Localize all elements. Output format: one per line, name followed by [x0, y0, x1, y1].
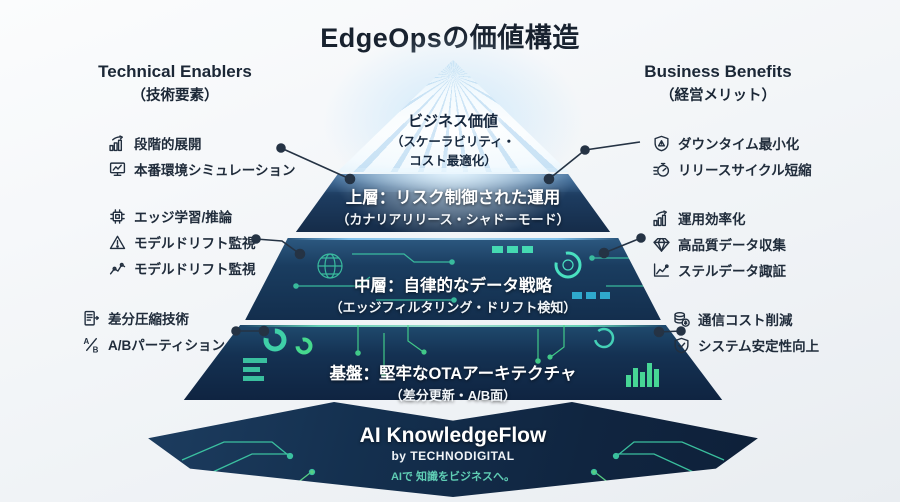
- list-item: ステルデータ諏証: [652, 257, 786, 283]
- item-label: リリースサイクル短縮: [678, 163, 812, 178]
- item-label: 通信コスト削減: [698, 313, 793, 328]
- diff-file-icon: [82, 309, 100, 327]
- left-column-header: Technical Enablers （技術要素）: [65, 62, 285, 105]
- stopwatch-icon: [652, 160, 670, 178]
- left-heading: Technical Enablers: [98, 62, 252, 81]
- svg-text:B: B: [92, 345, 98, 353]
- item-label: 段階的展開: [134, 137, 202, 152]
- list-item: エッジ学習/推論: [108, 203, 256, 229]
- svg-text:A: A: [83, 336, 89, 345]
- coins-icon: [672, 310, 690, 328]
- circuit-decor-foundation: [243, 325, 659, 387]
- item-label: エッジ学習/推論: [134, 210, 233, 225]
- page-title: EdgeOpsの価値構造: [320, 23, 580, 53]
- circuit-decor-middle: [293, 246, 661, 303]
- item-label: ステルデータ諏証: [678, 264, 786, 279]
- item-label: モデルドリフト監視: [134, 236, 256, 251]
- shield-check-icon: [672, 336, 690, 354]
- growth-chart-icon: [108, 134, 126, 152]
- layer-top-face: [309, 174, 597, 192]
- list-item: モデルドリフト監視: [108, 229, 256, 255]
- circuit-decor-base: [181, 441, 725, 488]
- item-label: 高品質データ収集: [678, 238, 786, 253]
- shield-alert-icon: [652, 134, 670, 152]
- right-subheading: （経営メリット）: [660, 88, 776, 104]
- item-label: ダウンタイム最小化: [678, 137, 800, 152]
- pyramid-base-band: [148, 402, 758, 498]
- right-group-cost: 通信コスト削減 システム安定性向上: [672, 306, 819, 358]
- item-label: 本番環境シミュレーション: [134, 163, 296, 178]
- list-item: 高品質データ収集: [652, 231, 786, 257]
- diamond-icon: [652, 235, 670, 253]
- list-item: 通信コスト削減: [672, 306, 819, 332]
- chip-icon: [108, 207, 126, 225]
- list-item: 運用効率化: [652, 205, 786, 231]
- list-item: モデルドリフト監視: [108, 255, 256, 281]
- trend-points-icon: [108, 259, 126, 277]
- item-label: 差分圧縮技術: [108, 312, 189, 327]
- list-item: ダウンタイム最小化: [652, 130, 812, 156]
- list-item: 差分圧縮技術: [82, 305, 225, 331]
- right-column-header: Business Benefits （経営メリット）: [608, 62, 828, 105]
- item-label: 運用効率化: [678, 212, 746, 227]
- item-label: A/Bパーティション: [108, 338, 225, 353]
- right-heading: Business Benefits: [644, 62, 792, 81]
- left-group-edge-ml: エッジ学習/推論 モデルドリフト監視 モデルドリフト監視: [108, 203, 256, 281]
- list-item: 本番環境シミュレーション: [108, 156, 295, 182]
- left-group-deployment: 段階的展開 本番環境シミュレーション: [108, 130, 295, 182]
- warning-triangle-icon: [108, 233, 126, 251]
- left-subheading: （技術要素）: [131, 88, 219, 104]
- line-chart-icon: [652, 261, 670, 279]
- list-item: 段階的展開: [108, 130, 295, 156]
- pyramid-layer-middle: [245, 238, 661, 320]
- item-label: システム安定性向上: [698, 339, 820, 354]
- growth-chart-icon: [652, 209, 670, 227]
- list-item: システム安定性向上: [672, 332, 819, 358]
- list-item: リリースサイクル短縮: [652, 156, 812, 182]
- item-label: モデルドリフト監視: [134, 262, 256, 277]
- right-group-reliability: ダウンタイム最小化 リリースサイクル短縮: [652, 130, 812, 182]
- right-group-data: 運用効率化 高品質データ収集 ステルデータ諏証: [652, 205, 786, 283]
- monitor-icon: [108, 160, 126, 178]
